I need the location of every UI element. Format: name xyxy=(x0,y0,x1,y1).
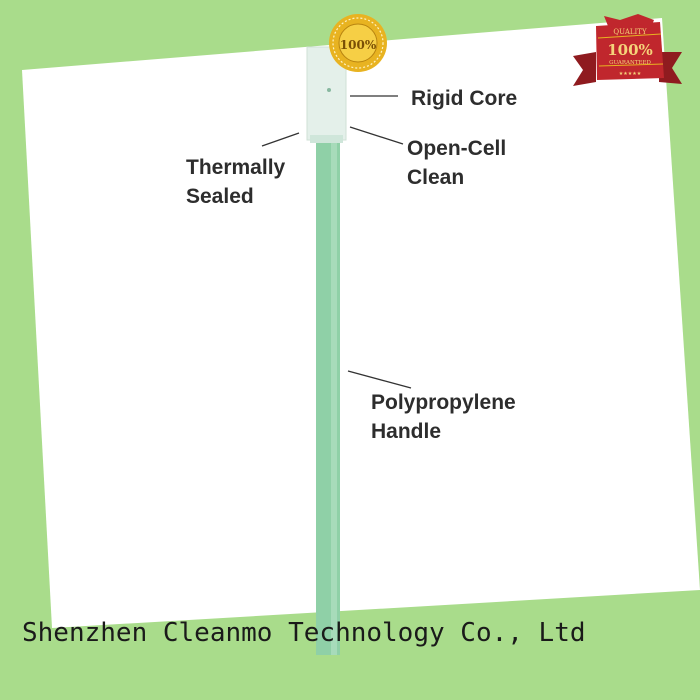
leader-thermally-sealed xyxy=(261,132,300,147)
svg-text:★★★★★: ★★★★★ xyxy=(619,71,642,77)
ribbon-value: 100% xyxy=(607,41,653,59)
label-rigid-core: Rigid Core xyxy=(411,87,518,110)
label-open-cell-clean: Open-Cell Clean xyxy=(407,137,507,189)
company-watermark: Shenzhen Cleanmo Technology Co., Ltd xyxy=(22,618,586,648)
swab-head-dot xyxy=(327,88,331,92)
leader-handle xyxy=(347,370,412,389)
ribbon-line1: QUALITY xyxy=(613,28,647,36)
gold-guarantee-badge-icon: 100% xyxy=(329,14,387,72)
label-thermally-sealed: Thermally Sealed xyxy=(186,156,286,208)
badge-value: 100% xyxy=(340,38,377,52)
quality-ribbon-icon: QUALITY 100% GUARANTEED ★★★★★ xyxy=(573,14,682,86)
label-polypropylene-handle: Polypropylene Handle xyxy=(371,391,516,443)
ribbon-line2: GUARANTEED xyxy=(609,60,651,66)
leader-open-cell xyxy=(349,126,404,145)
